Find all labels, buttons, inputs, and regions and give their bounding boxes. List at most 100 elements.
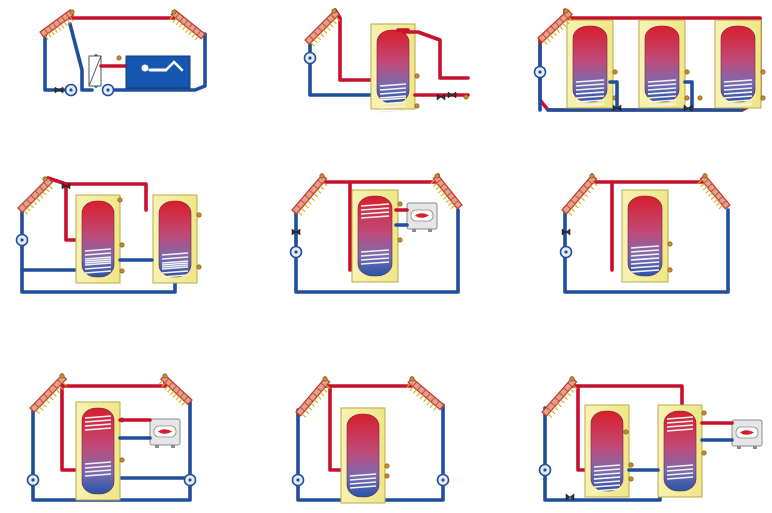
heating-coil-icon (161, 262, 189, 278)
sensor-icon (463, 94, 469, 100)
collector-stripe (65, 12, 70, 19)
coil-turn (647, 99, 677, 103)
sun-ray (432, 183, 438, 188)
sun-ray (49, 396, 54, 401)
sun-ray (181, 401, 186, 406)
collector-stripe (30, 194, 36, 200)
sun-rays-icon (430, 179, 456, 210)
pump-icon (559, 245, 573, 259)
collector-stripe (317, 179, 323, 185)
sensor-icon (69, 9, 75, 15)
sun-ray (313, 193, 319, 198)
collector-stripe (172, 385, 177, 391)
sensor-icon (697, 95, 703, 101)
collector-stripe (312, 392, 318, 397)
coil-turn (630, 265, 660, 269)
boiler-icon (149, 418, 181, 449)
collector-stripe (179, 392, 185, 398)
collector-stripe (559, 17, 564, 23)
sun-ray (423, 397, 428, 403)
coil-turn (666, 420, 694, 424)
coil-turn (575, 87, 605, 91)
sun-ray (416, 392, 421, 397)
pump-icon (291, 473, 305, 487)
sun-ray (35, 410, 40, 415)
sun-ray (301, 413, 307, 418)
collector-stripe (435, 400, 440, 406)
sun-ray (440, 192, 446, 197)
collector-stripe (550, 25, 556, 31)
collector-stripe (34, 402, 40, 408)
heating-coil-icon (575, 91, 605, 107)
coil-turn (666, 472, 694, 476)
diagram-single-coil-east-west (559, 173, 731, 294)
sun-ray (323, 388, 328, 393)
coil-turn (593, 488, 621, 492)
coil-turn (630, 253, 660, 257)
sun-rays-icon (310, 17, 341, 47)
collector-stripe (179, 16, 184, 22)
sun-rays-icon (297, 182, 328, 216)
sun-ray (552, 31, 557, 37)
diagram-two-tank (15, 176, 202, 294)
sun-ray (310, 196, 315, 201)
boiler-icon (406, 202, 438, 233)
sensor-icon (414, 73, 420, 79)
sensor-icon (684, 95, 690, 101)
sensor-icon (59, 373, 65, 379)
pump-icon (289, 245, 303, 259)
sun-ray (181, 25, 186, 31)
coil-turn (161, 266, 189, 270)
heating-coil-icon (593, 476, 621, 492)
sensor-icon (563, 8, 569, 14)
sun-ray (435, 186, 440, 191)
diagram-single-coil-two-collectors (291, 376, 450, 504)
cold-pipe (683, 80, 694, 112)
sun-ray (549, 34, 554, 40)
coil-turn (360, 249, 390, 253)
coil-turn (360, 257, 390, 261)
coil-turn (575, 79, 605, 83)
sun-ray (329, 23, 334, 28)
sun-ray (169, 390, 175, 396)
sun-ray (589, 185, 595, 190)
pump-icon (101, 83, 115, 97)
hot-pipe (64, 182, 82, 242)
coil-turn (723, 95, 753, 99)
sun-ray (713, 198, 718, 203)
collector-stripe (714, 191, 720, 197)
coil-turn (593, 476, 621, 480)
sun-ray (320, 392, 325, 397)
coil-turn (379, 83, 407, 87)
collector-stripe (430, 397, 436, 403)
coil-turn (723, 79, 753, 83)
coil-turn (666, 428, 694, 432)
collector-stripe (443, 187, 449, 192)
sun-ray (167, 388, 172, 393)
collector-stripe (299, 406, 305, 412)
sun-ray (66, 19, 71, 24)
collector-stripe (57, 379, 63, 385)
collector-stripe (421, 389, 427, 395)
coil-turn (349, 485, 377, 489)
sun-ray (567, 211, 573, 216)
collector-stripe (52, 384, 58, 389)
collector-stripe (570, 199, 576, 205)
coil-turn (84, 465, 112, 469)
sun-ray (185, 28, 190, 33)
coil-turn (360, 211, 390, 215)
valve-icon (54, 86, 64, 94)
sensor-icon (322, 376, 328, 382)
heating-coil-icon (360, 249, 390, 265)
storage-tank-icon (584, 404, 634, 498)
coil-turn (84, 427, 112, 431)
collector-stripe (550, 401, 556, 407)
heating-coil-icon (647, 91, 677, 107)
collector-stripe (710, 187, 716, 193)
hot-pipe (60, 373, 167, 388)
sun-ray (433, 406, 438, 411)
coil-turn (723, 83, 753, 87)
collector-stripe (48, 25, 53, 31)
sun-ray (705, 189, 710, 194)
coil-turn (360, 261, 390, 265)
